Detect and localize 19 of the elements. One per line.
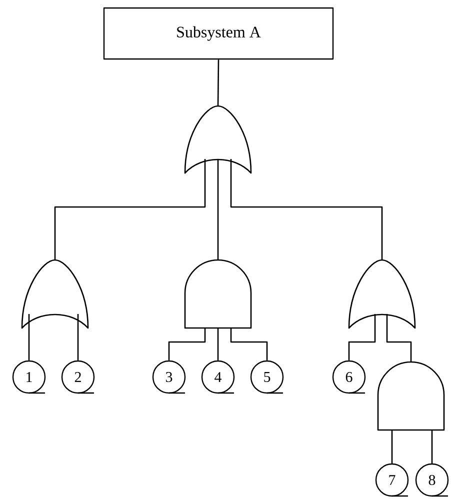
event-box: Subsystem A (103, 7, 334, 60)
connector-line (28, 314, 30, 360)
connector-line (386, 314, 412, 362)
or-gate (21, 259, 89, 329)
connector-line (230, 159, 383, 260)
or-gate (348, 259, 416, 329)
connector-line (168, 328, 206, 360)
connector-line (217, 60, 220, 106)
and-gate (377, 361, 445, 431)
connector-line (348, 314, 376, 360)
connector-line (217, 159, 219, 260)
connector-line (217, 328, 219, 360)
connector-line (54, 159, 206, 260)
or-gate (184, 105, 252, 174)
and-gate (184, 259, 252, 329)
connector-line (431, 430, 433, 464)
connector-line (230, 328, 268, 360)
connector-line (391, 430, 393, 464)
connector-line (77, 314, 79, 360)
